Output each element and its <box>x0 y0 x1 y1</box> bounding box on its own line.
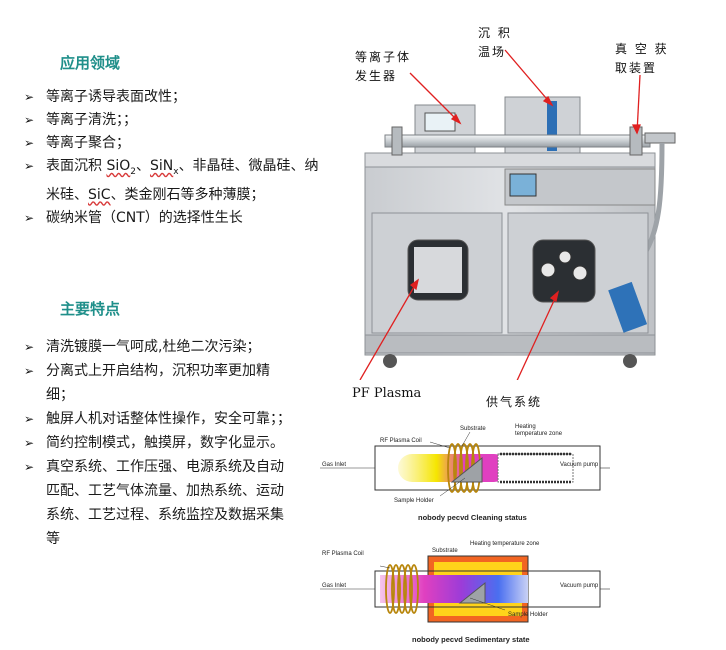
applications-list: ➢等离子诱导表面改性； ➢等离子清洗；； ➢等离子聚合； ➢表面沉积 SiO2、… <box>24 86 324 230</box>
blue-side-label <box>608 281 648 333</box>
bullet-arrow-icon: ➢ <box>24 113 35 127</box>
pf-plasma-callout: PF Plasma <box>352 386 422 401</box>
bullet-arrow-icon: ➢ <box>24 340 35 354</box>
cleaning-heating-zone-label: Heating <box>515 424 536 430</box>
wheel-icon <box>383 354 397 368</box>
arrow-gas-supply <box>516 291 559 380</box>
cleaning-sample-holder-label: Sample Holder <box>394 498 434 504</box>
gas-supply-callout: 供气系统 <box>486 395 543 409</box>
bullet-arrow-icon: ➢ <box>24 136 35 150</box>
bullet-arrow-icon: ➢ <box>24 364 35 378</box>
cleaning-rf-coil-label: RF Plasma Coil <box>380 438 422 444</box>
sinx-formula: SiNx <box>149 158 179 177</box>
flange-left <box>391 126 403 156</box>
cabinet-base <box>364 334 656 354</box>
pressure-gauge-icon <box>540 262 556 278</box>
application-item: ➢碳纳米管（CNT）的选择性生长 <box>24 207 324 230</box>
application-item: ➢表面沉积 SiO2、SiNx、非晶硅、微晶硅、纳米硅、SiC、类金刚石等多种薄… <box>24 155 324 207</box>
sedimentary-gas-inlet-label: Gas Inlet <box>322 583 346 589</box>
arrow-deposition-zone <box>504 49 553 106</box>
bullet-arrow-icon: ➢ <box>24 159 35 173</box>
cleaning-gas-inlet-label: Gas Inlet <box>322 462 346 468</box>
pressure-gauge-icon <box>572 265 588 281</box>
bullet-arrow-icon: ➢ <box>24 436 35 450</box>
pressure-gauge-icon <box>558 250 572 264</box>
bullet-arrow-icon: ➢ <box>24 210 35 225</box>
sedimentary-rf-coil-label: RF Plasma Coil <box>322 551 364 557</box>
wheel-icon <box>623 354 637 368</box>
sedimentary-sample-holder-label: Sample Holder <box>508 612 548 618</box>
arrow-pf-plasma <box>359 279 419 380</box>
feature-item: ➢简约控制模式，触摸屏，数字化显示。 <box>24 431 294 455</box>
plasma-generator-callout: 等离子体发生器 <box>355 50 412 83</box>
process-diagrams: Substrate RF Plasma Coil Heating tempera… <box>320 424 610 644</box>
cleaning-status-diagram <box>320 431 610 497</box>
vacuum-device-callout: 真 空 获取装置 <box>615 42 669 75</box>
sedimentary-heating-zone-label: Heating temperature zone <box>470 541 540 547</box>
cleaning-heating-zone-label: temperature zone <box>515 431 563 437</box>
rf-power-unit <box>414 247 462 293</box>
deposition-zone-callout: 沉 积温场 <box>478 26 512 59</box>
gas-system-window <box>532 239 596 303</box>
arrow-plasma-generator <box>409 72 461 124</box>
cleaning-caption: nobody pecvd Cleaning status <box>418 513 527 522</box>
feature-item: ➢触屏人机对话整体性操作，安全可靠；； <box>24 407 294 431</box>
pecvd-machine-illustration <box>359 49 676 380</box>
bullet-arrow-icon: ➢ <box>24 460 35 474</box>
feature-item: ➢真空系统、工作压强、电源系统及自动匹配、工艺气体流量、加热系统、运动系统、工艺… <box>24 455 294 551</box>
plasma-generator-screen <box>424 112 456 132</box>
sedimentary-state-diagram <box>320 555 610 623</box>
applications-heading: 应用领域 <box>60 54 121 72</box>
feature-item: ➢分离式上开启结构，沉积功率更加精细； <box>24 359 294 407</box>
features-list: ➢清洗镀膜一气呵成,杜绝二次污染； ➢分离式上开启结构，沉积功率更加精细； ➢触… <box>24 335 294 551</box>
sic-formula: SiC <box>88 186 111 203</box>
furnace-blue-stripe <box>547 101 557 151</box>
cleaning-substrate-label: Substrate <box>460 426 486 432</box>
bullet-arrow-icon: ➢ <box>24 90 35 104</box>
application-item: ➢等离子聚合； <box>24 132 324 155</box>
quartz-tube <box>384 134 651 148</box>
touch-screen <box>509 173 537 197</box>
vacuum-valve <box>644 132 676 144</box>
cabinet-top <box>364 152 656 168</box>
feature-item: ➢清洗镀膜一气呵成,杜绝二次污染； <box>24 335 294 359</box>
bullet-arrow-icon: ➢ <box>24 412 35 426</box>
cleaning-vacuum-pump-label: Vacuum pump <box>560 462 599 468</box>
sedimentary-substrate-label: Substrate <box>432 548 458 554</box>
sedimentary-caption: nobody pecvd Sedimentary state <box>412 635 530 644</box>
sio2-formula: SiO2 <box>106 158 136 177</box>
features-heading: 主要特点 <box>60 300 121 318</box>
sedimentary-vacuum-pump-label: Vacuum pump <box>560 583 599 589</box>
application-item: ➢等离子诱导表面改性； <box>24 86 324 109</box>
application-item: ➢等离子清洗；； <box>24 109 324 132</box>
arrow-vacuum-device <box>636 74 641 134</box>
